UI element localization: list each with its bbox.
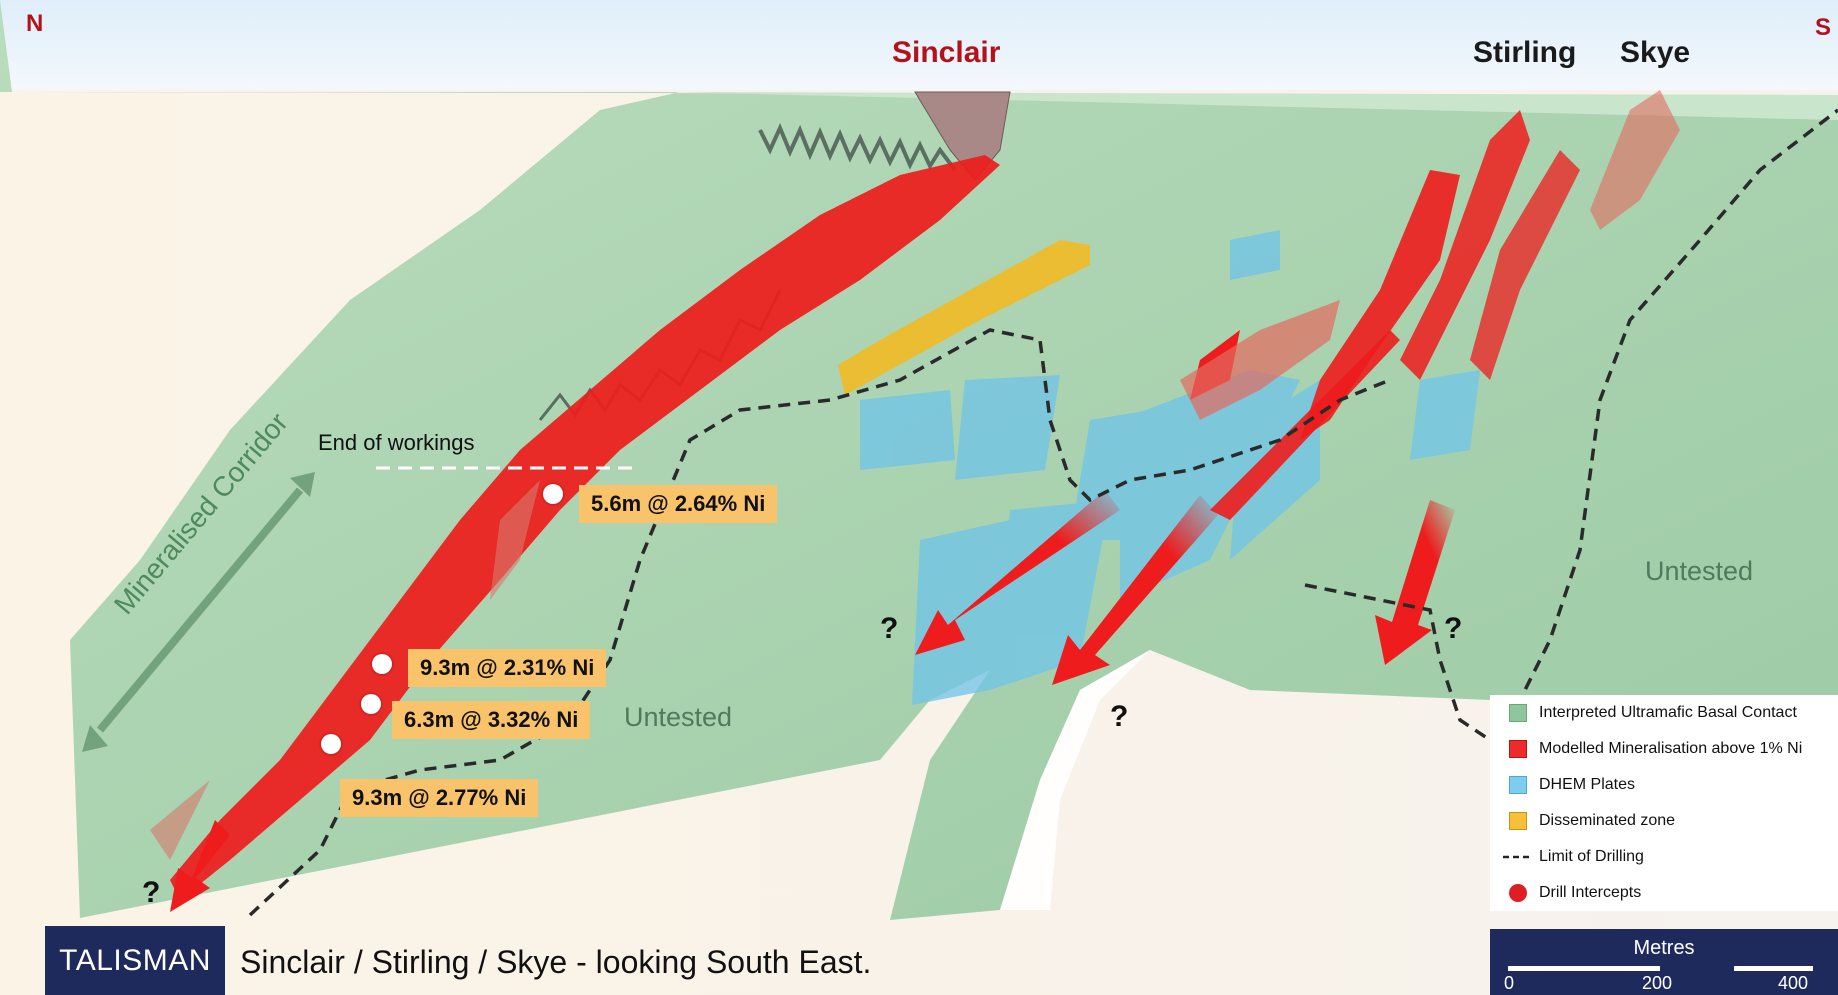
legend-label: Interpreted Ultramafic Basal Contact — [1539, 704, 1797, 721]
legend-swatch-mineralisation — [1509, 740, 1527, 758]
legend-item: DHEM Plates — [1490, 767, 1838, 803]
question-mark-1: ? — [142, 876, 161, 909]
mine-workings — [758, 122, 957, 172]
scale-bar-segment — [1660, 966, 1734, 971]
intercept-callout: 5.6m @ 2.64% Ni — [579, 485, 778, 523]
drill-intercept-dot — [372, 654, 392, 674]
plunge-arrow-1 — [915, 490, 1120, 655]
compass-south: S — [1815, 14, 1832, 41]
legend-label: Drill Intercepts — [1539, 884, 1642, 901]
legend-swatch-disseminated — [1509, 812, 1527, 830]
mineralised-corridor-arrow — [82, 472, 315, 752]
legend-label: Limit of Drilling — [1539, 848, 1644, 865]
sinclair-mineralisation-halo — [150, 480, 540, 860]
legend-swatch-basal-contact — [1509, 704, 1527, 722]
disseminated-zone — [838, 240, 1090, 395]
scale-tick-0: 0 — [1504, 973, 1515, 993]
drill-intercept-dot — [321, 734, 341, 754]
drill-intercept-dot — [361, 694, 381, 714]
legend-item: Modelled Mineralisation above 1% Ni — [1490, 731, 1838, 767]
legend-item: Interpreted Ultramafic Basal Contact — [1490, 695, 1838, 731]
scale-bar: Metres 0 200 400 — [1490, 929, 1838, 995]
drill-intercept-dot — [543, 484, 563, 504]
legend-swatch-dhem — [1509, 776, 1527, 794]
plunge-arrow-3 — [1375, 500, 1455, 665]
deposit-label-sinclair: Sinclair — [892, 36, 1001, 69]
question-mark-2: ? — [880, 612, 899, 645]
plunge-arrows — [170, 490, 1455, 912]
legend-item: Drill Intercepts — [1490, 875, 1838, 911]
plunge-arrow-sinclair — [170, 820, 230, 912]
compass-north: N — [26, 10, 44, 37]
unmodelled-gap — [1000, 650, 1150, 910]
figure-title: Sinclair / Stirling / Skye - looking Sou… — [240, 944, 872, 980]
legend-label: DHEM Plates — [1539, 776, 1636, 793]
deposit-label-stirling: Stirling — [1473, 36, 1577, 69]
intercept-callout: 6.3m @ 3.32% Ni — [392, 701, 591, 739]
legend-label: Disseminated zone — [1539, 812, 1676, 829]
sky-band — [0, 0, 1838, 90]
question-mark-3: ? — [1110, 700, 1129, 733]
untested-label-left: Untested — [624, 702, 733, 732]
legend-item: Limit of Drilling — [1490, 839, 1838, 875]
legend-item: Disseminated zone — [1490, 803, 1838, 839]
legend-swatch-drill-intercepts — [1509, 884, 1527, 902]
plunge-arrow-2 — [1052, 495, 1218, 685]
scale-title: Metres — [1633, 937, 1695, 959]
question-mark-4: ? — [1444, 612, 1463, 645]
intercept-callout: 9.3m @ 2.77% Ni — [340, 779, 539, 817]
sinclair-mineralisation — [170, 155, 1000, 900]
legend-label: Modelled Mineralisation above 1% Ni — [1539, 740, 1803, 757]
deposit-label-skye: Skye — [1620, 36, 1691, 69]
intercept-callout: 9.3m @ 2.31% Ni — [408, 649, 607, 687]
legend: Interpreted Ultramafic Basal Contact Mod… — [1490, 695, 1838, 911]
talisman-logo: TALISMAN — [45, 926, 225, 995]
untested-label-right: Untested — [1645, 556, 1754, 586]
scale-tick-400: 400 — [1778, 973, 1809, 993]
limit-of-drilling-line — [248, 108, 1838, 917]
end-of-workings-label: End of workings — [318, 430, 475, 455]
scale-tick-200: 200 — [1642, 973, 1673, 993]
legend-swatch-limit-of-drilling — [1503, 855, 1533, 859]
